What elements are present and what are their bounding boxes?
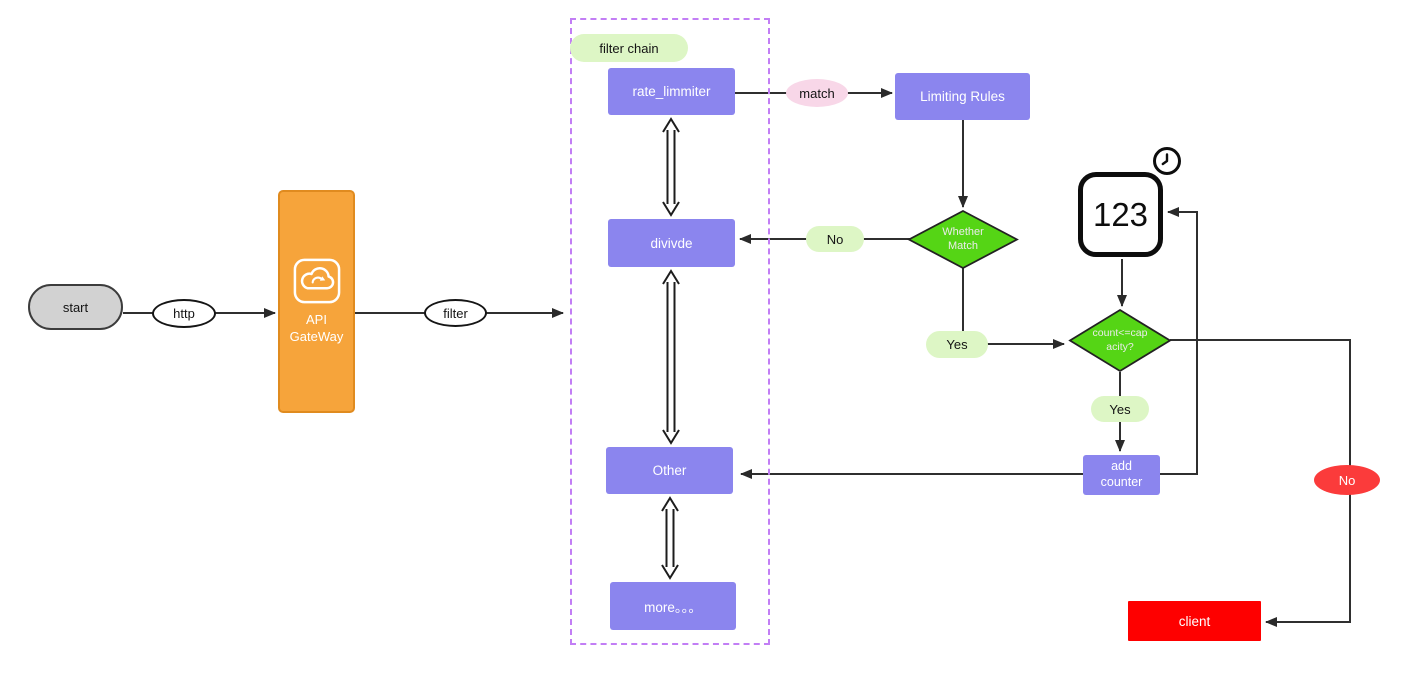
count-capacity-diamond [1068, 308, 1172, 373]
yes-pill-2-label: Yes [1109, 401, 1131, 417]
filter-chain-label: filter chain [599, 40, 659, 56]
counter-123-label: 123 [1092, 195, 1149, 233]
filter-oval: filter [424, 299, 487, 327]
yes-pill-1: Yes [926, 331, 988, 358]
limiting-rules-node: Limiting Rules [895, 73, 1030, 120]
rate-limiter-label: rate_limmiter [632, 84, 711, 99]
filter-chain-title-pill: filter chain [570, 34, 688, 62]
yes-pill-2: Yes [1091, 396, 1149, 422]
api-gateway-node: API GateWay [278, 190, 355, 413]
start-label: start [62, 299, 89, 315]
counter-123-icon: 123 [1078, 172, 1163, 257]
filter-label: filter [443, 305, 468, 321]
start-node: start [28, 284, 123, 330]
http-label: http [173, 306, 195, 321]
match-oval: match [786, 79, 848, 107]
double-arrow-other-to-more [661, 496, 679, 580]
clock-icon [1152, 146, 1182, 176]
no-red-label: No [1338, 472, 1356, 488]
cloud-sync-icon [292, 257, 342, 305]
no-pill-label: No [826, 231, 844, 247]
whether-match-label: Whether Match [942, 225, 984, 252]
more-label: more。。。 [644, 600, 702, 615]
count-capacity-label: count<=cap acity? [1092, 327, 1148, 353]
whether-match-diamond [907, 209, 1019, 270]
client-label: client [1178, 613, 1211, 629]
add-counter-node: add counter [1083, 455, 1160, 495]
other-label: Other [652, 463, 687, 478]
http-oval: http [152, 299, 216, 328]
arrow-addcounter-to-counter-icon [1160, 207, 1198, 475]
divide-label: divivde [650, 235, 693, 251]
no-pill: No [806, 226, 864, 252]
match-label: match [799, 85, 835, 101]
other-node: Other [606, 447, 733, 494]
rate-limiter-node: rate_limmiter [608, 68, 735, 115]
client-node: client [1128, 601, 1261, 641]
api-gateway-label: API GateWay [289, 312, 344, 344]
double-arrow-rate-to-divide [662, 117, 680, 217]
more-node: more。。。 [610, 582, 736, 630]
double-arrow-divide-to-other [662, 269, 680, 445]
divide-node: divivde [608, 219, 735, 267]
limiting-rules-label: Limiting Rules [920, 89, 1005, 104]
yes-pill-1-label: Yes [946, 337, 968, 352]
filter-chain-container [570, 18, 770, 645]
no-red-oval: No [1314, 465, 1380, 495]
